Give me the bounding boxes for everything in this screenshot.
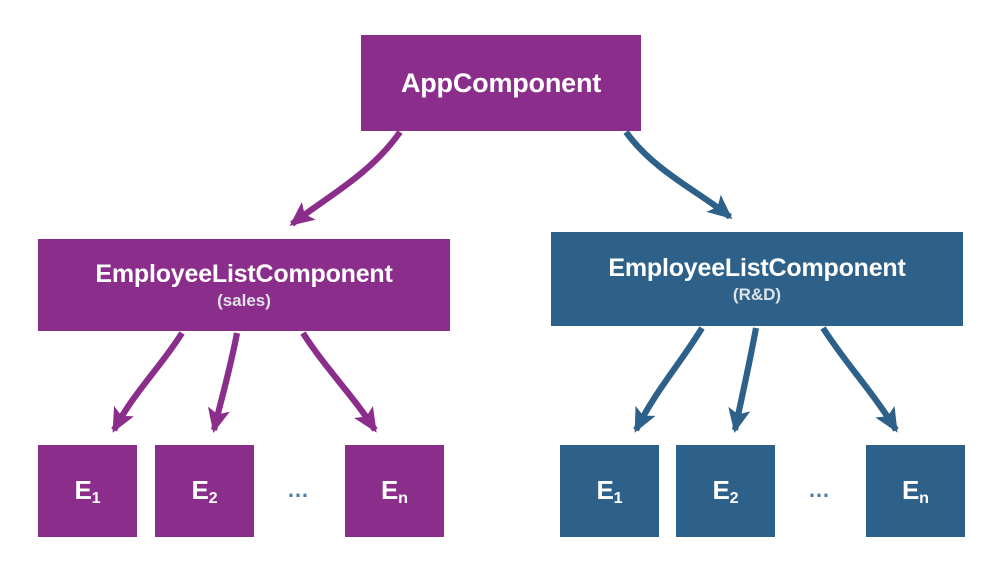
employee-index: 2 bbox=[208, 488, 218, 507]
node-employee-sales-n[interactable]: En bbox=[345, 445, 444, 537]
arrow-root-to-rnd bbox=[623, 130, 733, 220]
employee-index: n bbox=[398, 488, 408, 507]
arrow-rnd-to-e2 bbox=[728, 327, 760, 433]
employee-index: 1 bbox=[613, 488, 623, 507]
ellipsis-rnd: … bbox=[808, 477, 833, 502]
node-employee-list-sales-label: EmployeeListComponent bbox=[95, 259, 393, 288]
arrow-root-to-sales bbox=[289, 130, 403, 227]
node-employee-list-rnd-label: EmployeeListComponent bbox=[608, 253, 906, 282]
node-employee-rnd-2-label: E2 bbox=[712, 475, 739, 507]
employee-index: 2 bbox=[729, 488, 739, 507]
node-employee-sales-2[interactable]: E2 bbox=[155, 445, 254, 537]
node-employee-rnd-n[interactable]: En bbox=[866, 445, 965, 537]
node-employee-list-rnd[interactable]: EmployeeListComponent (R&D) bbox=[551, 232, 963, 326]
node-employee-list-sales[interactable]: EmployeeListComponent (sales) bbox=[38, 239, 450, 331]
employee-letter: E bbox=[381, 475, 399, 506]
node-employee-rnd-n-label: En bbox=[902, 475, 929, 507]
node-employee-sales-1[interactable]: E1 bbox=[38, 445, 137, 537]
node-employee-list-sales-subtitle: (sales) bbox=[217, 290, 271, 310]
arrow-sales-to-e1 bbox=[111, 331, 185, 433]
arrow-rnd-to-e1 bbox=[633, 326, 705, 433]
node-employee-sales-1-label: E1 bbox=[74, 475, 101, 507]
node-app-component[interactable]: AppComponent bbox=[361, 35, 641, 131]
employee-index: n bbox=[919, 488, 929, 507]
employee-letter: E bbox=[902, 475, 920, 506]
node-employee-rnd-2[interactable]: E2 bbox=[676, 445, 775, 537]
node-employee-list-rnd-subtitle: (R&D) bbox=[732, 284, 782, 304]
arrow-rnd-to-en bbox=[820, 326, 899, 433]
employee-letter: E bbox=[712, 475, 730, 506]
node-employee-sales-2-label: E2 bbox=[191, 475, 218, 507]
node-employee-rnd-1-label: E1 bbox=[596, 475, 623, 507]
node-app-component-label: AppComponent bbox=[400, 67, 602, 98]
employee-letter: E bbox=[74, 475, 92, 506]
employee-letter: E bbox=[596, 475, 614, 506]
node-employee-sales-n-label: En bbox=[381, 475, 408, 507]
arrow-sales-to-en bbox=[300, 331, 378, 433]
node-employee-rnd-1[interactable]: E1 bbox=[560, 445, 659, 537]
employee-letter: E bbox=[191, 475, 209, 506]
employee-index: 1 bbox=[91, 488, 101, 507]
ellipsis-sales: … bbox=[287, 477, 312, 502]
arrow-sales-to-e2 bbox=[208, 332, 241, 433]
